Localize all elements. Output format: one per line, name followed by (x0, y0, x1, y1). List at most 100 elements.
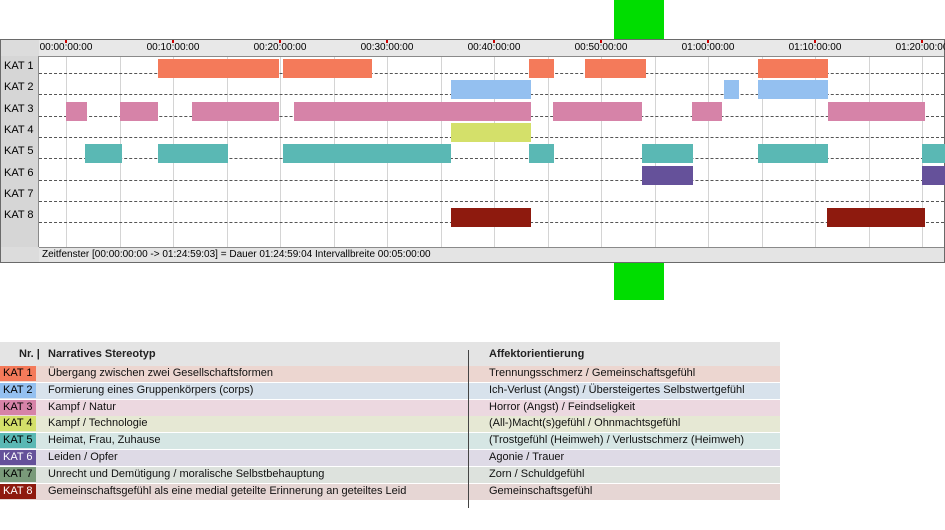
time-tick-mark (493, 40, 495, 43)
timeline-segment[interactable] (691, 101, 722, 121)
timeline-segment[interactable] (158, 59, 279, 78)
category-badge: KAT 7 (0, 466, 36, 482)
timeline-segment[interactable] (451, 80, 532, 100)
timeline-segment[interactable] (451, 122, 532, 142)
timeline-segment[interactable] (451, 208, 532, 228)
time-ruler[interactable]: 00:00:00:00 00:10:00:00 00:20:00:00 00:30:0… (39, 40, 945, 57)
narratives-stereotyp-text: Unrecht und Demütigung / moralische Selb… (48, 467, 325, 480)
timeline-segment[interactable] (85, 144, 122, 164)
narratives-stereotyp-text: Formierung eines Gruppenkörpers (corps) (48, 383, 254, 396)
timeline-panel: 00:00:00:00 00:10:00:00 00:20:00:00 00:30:0… (0, 39, 945, 263)
affektorientierung-text: Gemeinschaftsgefühl (489, 484, 593, 497)
category-badge: KAT 3 (0, 399, 36, 415)
legend-header: Nr. | Narratives Stereotyp Affektorienti… (0, 342, 780, 367)
timeline-segment[interactable] (827, 101, 926, 121)
time-tick-mark (814, 40, 816, 43)
row-label: KAT 5 (4, 145, 34, 158)
interval-gridline (280, 57, 281, 247)
row-label: KAT 6 (4, 166, 34, 179)
legend-row: KAT 3 Kampf / Natur Horror (Angst) / Feind… (0, 399, 780, 416)
affektorientierung-text: Trennungsschmerz / Gemeinschaftsgefühl (489, 367, 696, 379)
column-divider (468, 350, 469, 508)
legend-row: KAT 5 Heimat, Frau, Zuhause (Trostgefühl (… (0, 433, 780, 450)
legend-row: KAT 7 Unrecht und Demütigung / moralische… (0, 466, 780, 483)
row-baseline (39, 179, 944, 181)
timeline-segment[interactable] (66, 101, 88, 121)
row-label: KAT 4 (4, 123, 34, 136)
affektorientierung-text: Zorn / Schuldgefühl (489, 467, 585, 480)
time-tick-mark (279, 40, 281, 43)
timeline-segment[interactable] (293, 101, 532, 121)
timeline-segment[interactable] (826, 208, 926, 228)
timeline-segment[interactable] (758, 80, 828, 100)
time-tick-mark (386, 40, 388, 43)
timeline-segment[interactable] (922, 144, 945, 164)
time-tick-mark (172, 40, 174, 43)
row-baseline (39, 73, 944, 74)
category-legend-table: Nr. | Narratives Stereotyp Affektorienti… (0, 342, 780, 510)
time-marker-top[interactable] (614, 0, 664, 39)
header-narratives-stereotyp: Narratives Stereotyp (48, 348, 156, 360)
time-tick-label: 00:40:00:00 (467, 42, 521, 53)
timeline-segment[interactable] (552, 101, 642, 121)
narratives-stereotyp-text: Kampf / Technologie (48, 417, 148, 430)
header-nr: Nr. | (19, 348, 40, 360)
time-tick-label: 00:00:00:00 (39, 42, 93, 53)
legend-row: KAT 2 Formierung eines Gruppenkörpers (co… (0, 382, 780, 399)
timeline-segment[interactable] (922, 165, 945, 185)
interval-gridline (601, 57, 602, 247)
timeline-segment[interactable] (758, 144, 828, 164)
interval-gridline (708, 57, 709, 247)
narratives-stereotyp-text: Leiden / Opfer (48, 451, 118, 463)
timeline-segment[interactable] (724, 80, 740, 100)
header-affektorientierung: Affektorientierung (489, 348, 585, 360)
time-tick-label: 00:20:00:00 (253, 42, 307, 53)
narratives-stereotyp-text: Heimat, Frau, Zuhause (48, 434, 161, 447)
timeline-segment[interactable] (158, 144, 228, 164)
narratives-stereotyp-text: Kampf / Natur (48, 400, 116, 413)
timeline-segment[interactable] (283, 144, 452, 164)
timeline-segment[interactable] (641, 144, 694, 164)
time-tick-mark (921, 40, 923, 43)
time-tick-mark (707, 40, 709, 43)
affektorientierung-text: Horror (Angst) / Feindseligkeit (489, 400, 636, 413)
row-baseline (39, 200, 944, 202)
timeline-segment[interactable] (529, 59, 554, 78)
time-tick-label: 00:30:00:00 (360, 42, 414, 53)
narratives-stereotyp-text: Übergang zwischen zwei Gesellschaftsform… (48, 367, 273, 379)
category-badge: KAT 2 (0, 382, 36, 398)
legend-row: KAT 6 Leiden / Opfer Agonie / Trauer (0, 450, 780, 466)
time-tick-label: 00:50:00:00 (574, 42, 628, 53)
row-label: KAT 7 (4, 187, 34, 200)
timeline-segment[interactable] (584, 59, 646, 78)
category-badge: KAT 6 (0, 450, 36, 465)
interval-gridline (494, 57, 495, 247)
timeline-segment[interactable] (758, 59, 828, 78)
time-marker-bottom[interactable] (614, 263, 664, 300)
time-tick-label: 01:20:00:00 (895, 42, 945, 53)
timeline-segment[interactable] (641, 165, 694, 185)
time-tick-mark (65, 40, 67, 43)
narratives-stereotyp-text: Gemeinschaftsgefühl als eine medial gete… (48, 484, 407, 497)
affektorientierung-text: (All-)Macht(s)gefühl / Ohnmachtsgefühl (489, 417, 681, 430)
timeline-segment[interactable] (119, 101, 159, 121)
time-tick-label: 00:10:00:00 (146, 42, 200, 53)
time-tick-label: 01:00:00:00 (681, 42, 735, 53)
time-tick-label: 01:10:00:00 (788, 42, 842, 53)
timeline-segment[interactable] (283, 59, 372, 78)
affektorientierung-text: (Trostgefühl (Heimweh) / Verlustschmerz … (489, 434, 745, 447)
category-badge: KAT 5 (0, 433, 36, 449)
row-label: KAT 2 (4, 81, 34, 94)
time-tick-mark (600, 40, 602, 43)
timeline-segment[interactable] (192, 101, 279, 121)
timeline-plot-area[interactable] (39, 57, 945, 247)
status-bar: Zeitfenster [00:00:00:00 -> 01:24:59:03]… (39, 247, 944, 262)
timeline-segment[interactable] (529, 144, 554, 164)
interval-gridline (868, 57, 870, 247)
affektorientierung-text: Agonie / Trauer (489, 451, 565, 463)
row-baseline (39, 158, 944, 160)
row-label: KAT 3 (4, 102, 34, 115)
